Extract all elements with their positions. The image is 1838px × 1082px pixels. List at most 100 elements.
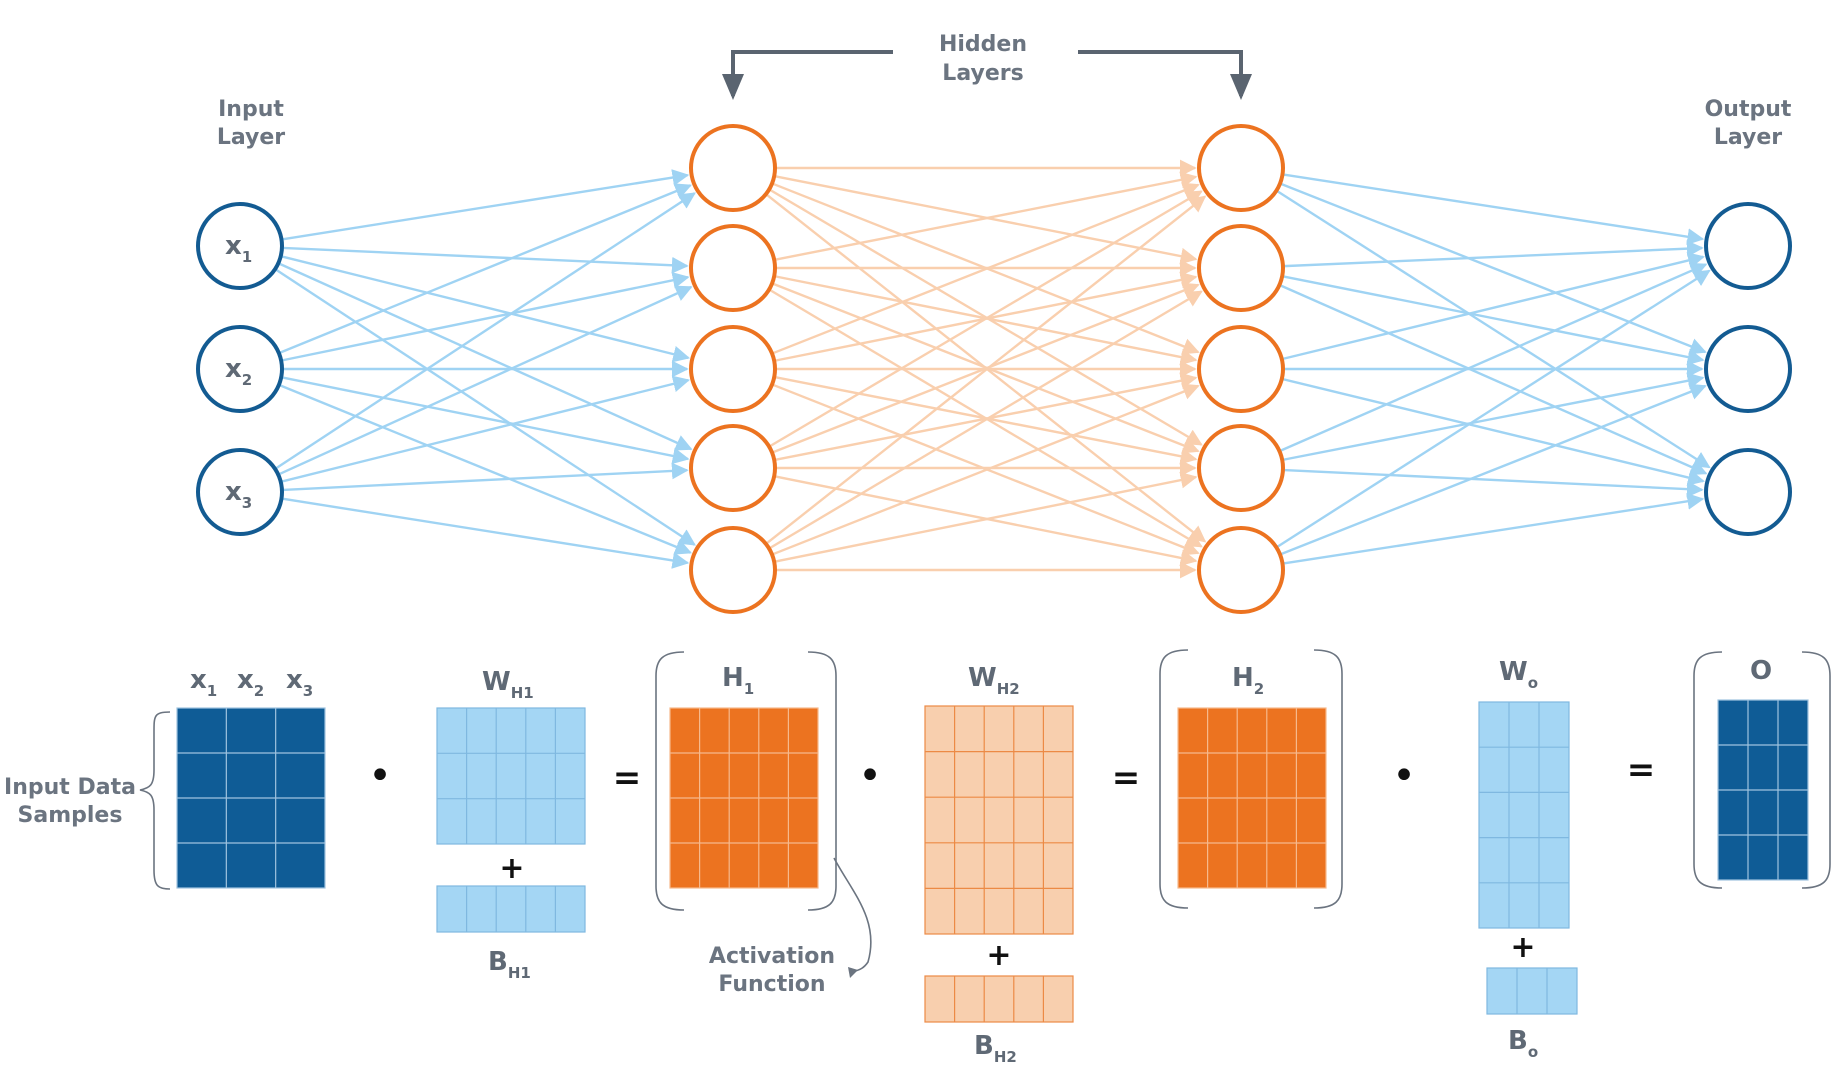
network-edges xyxy=(275,159,1711,579)
hidden2-node-5 xyxy=(1197,526,1285,614)
edge-h2-2-to-output-2 xyxy=(1282,275,1705,366)
output-node-2 xyxy=(1704,325,1792,413)
input-matrix xyxy=(176,707,326,889)
dot-operator-2: • xyxy=(858,753,882,799)
input-node-1 xyxy=(196,202,284,290)
edge-input-1-to-h1-2 xyxy=(282,246,689,274)
activation-label-line2: Function xyxy=(718,972,825,997)
equals-operator-3: = xyxy=(1627,750,1656,790)
output-layer-label-line1: Output xyxy=(1705,97,1792,122)
output-node-3 xyxy=(1704,448,1792,536)
w-h2-matrix xyxy=(924,705,1074,935)
edge-h2-3-to-output-1 xyxy=(1282,252,1705,361)
input-node-3 xyxy=(196,448,284,536)
edge-input-2-to-h1-4 xyxy=(281,376,690,465)
equals-operator-2: = xyxy=(1112,758,1141,798)
edge-h1-5-to-h2-4 xyxy=(774,471,1198,563)
w-o-matrix xyxy=(1478,701,1570,929)
input-layer-label: Input Layer xyxy=(217,97,285,150)
input-col-x3: x3 xyxy=(286,665,313,700)
input-node-1-label: x1 xyxy=(225,231,252,266)
edge-input-3-to-h1-1 xyxy=(275,192,696,470)
output-layer-label: Output Layer xyxy=(1705,97,1792,150)
edge-h1-4-to-h2-2 xyxy=(772,282,1200,454)
plus-operator-1: + xyxy=(499,851,524,886)
output-node-1 xyxy=(1704,202,1792,290)
input-matrix-header: x1 x2 x3 xyxy=(190,665,313,700)
edge-input-3-to-h1-4 xyxy=(282,462,689,492)
edge-input-3-to-h1-5 xyxy=(282,497,690,569)
b-h2-vector xyxy=(924,975,1074,1023)
edge-h1-5-to-h2-1 xyxy=(765,195,1207,545)
activation-pointer xyxy=(833,857,872,973)
b-o-label: Bo xyxy=(1508,1026,1538,1061)
activation-label-line1: Activation xyxy=(709,944,835,969)
h2-matrix xyxy=(1177,707,1327,889)
edge-h1-4-to-h2-1 xyxy=(769,190,1203,448)
edge-input-2-to-h1-2 xyxy=(281,272,690,362)
hidden1-node-1 xyxy=(689,124,777,212)
edge-h1-5-to-h2-2 xyxy=(769,290,1203,550)
edge-input-1-to-h1-1 xyxy=(282,169,690,241)
input-layer-label-line2: Layer xyxy=(217,125,285,150)
hidden2-node-1 xyxy=(1197,124,1285,212)
o-bracket-left xyxy=(1693,651,1723,889)
edge-h2-5-to-output-3 xyxy=(1283,492,1705,565)
dot-operator-1: • xyxy=(368,753,392,799)
h2-bracket-right xyxy=(1313,649,1343,909)
b-o-vector xyxy=(1486,967,1578,1015)
w-o-label: Wo xyxy=(1499,657,1538,692)
input-layer-label-line1: Input xyxy=(218,97,284,122)
b-h1-label: BH1 xyxy=(488,947,531,982)
edge-h2-4-to-output-1 xyxy=(1279,262,1708,452)
hidden1-node-5 xyxy=(689,526,777,614)
b-h2-vector-body xyxy=(924,975,1074,1023)
w-h2-matrix-body xyxy=(924,705,1074,935)
hidden-layers-label-line2: Layers xyxy=(942,61,1023,86)
edge-input-2-to-h1-5 xyxy=(279,384,692,555)
samples-label-line2: Samples xyxy=(18,803,123,828)
w-h1-matrix xyxy=(436,707,586,845)
hidden1-node-3 xyxy=(689,325,777,413)
input-col-x2: x2 xyxy=(237,665,264,700)
edge-input-3-to-h1-3 xyxy=(281,375,690,483)
h1-bracket-left xyxy=(655,651,685,911)
hidden2-node-4 xyxy=(1197,424,1285,512)
edge-h2-2-to-output-3 xyxy=(1279,284,1708,475)
edge-input-1-to-h1-3 xyxy=(281,255,690,363)
hidden1-node-4 xyxy=(689,424,777,512)
h2-label: H2 xyxy=(1232,663,1264,698)
edge-h2-1-to-output-1 xyxy=(1283,173,1705,246)
input-col-x1: x1 xyxy=(190,665,217,700)
hidden-layers-right-arrowhead xyxy=(1230,74,1252,100)
edge-input-2-to-h1-1 xyxy=(279,183,692,354)
b-h1-vector xyxy=(436,885,586,933)
input-node-3-label: x3 xyxy=(225,477,252,512)
h2-bracket-left xyxy=(1159,649,1189,909)
hidden-layers-left-arrow xyxy=(731,50,893,96)
edge-h1-2-to-h2-1 xyxy=(774,171,1198,261)
samples-label-line1: Input Data xyxy=(4,775,136,800)
output-layer-label-line2: Layer xyxy=(1714,125,1782,150)
hidden-layers-label-line1: Hidden xyxy=(939,32,1027,57)
w-h2-label: WH2 xyxy=(968,663,1020,698)
edge-h2-3-to-output-3 xyxy=(1282,377,1705,486)
b-h1-vector-body xyxy=(436,885,586,933)
w-h1-label: WH1 xyxy=(482,667,534,702)
w-o-matrix-body xyxy=(1478,701,1570,929)
edge-h1-5-to-h2-3 xyxy=(772,383,1200,556)
edge-h2-1-to-output-3 xyxy=(1276,190,1711,469)
edge-input-1-to-h1-4 xyxy=(278,262,693,451)
edge-h2-4-to-output-3 xyxy=(1283,468,1704,498)
edge-h2-5-to-output-2 xyxy=(1280,383,1707,556)
w-h1-matrix-body xyxy=(436,707,586,845)
input-node-2 xyxy=(196,325,284,413)
samples-brace xyxy=(139,711,171,890)
o-bracket-right xyxy=(1801,651,1831,889)
b-h2-label: BH2 xyxy=(974,1031,1017,1066)
hidden2-node-2 xyxy=(1197,224,1285,312)
h1-bracket-right xyxy=(807,651,837,911)
edge-input-1-to-h1-5 xyxy=(275,268,696,546)
edge-h2-1-to-output-2 xyxy=(1280,182,1707,355)
